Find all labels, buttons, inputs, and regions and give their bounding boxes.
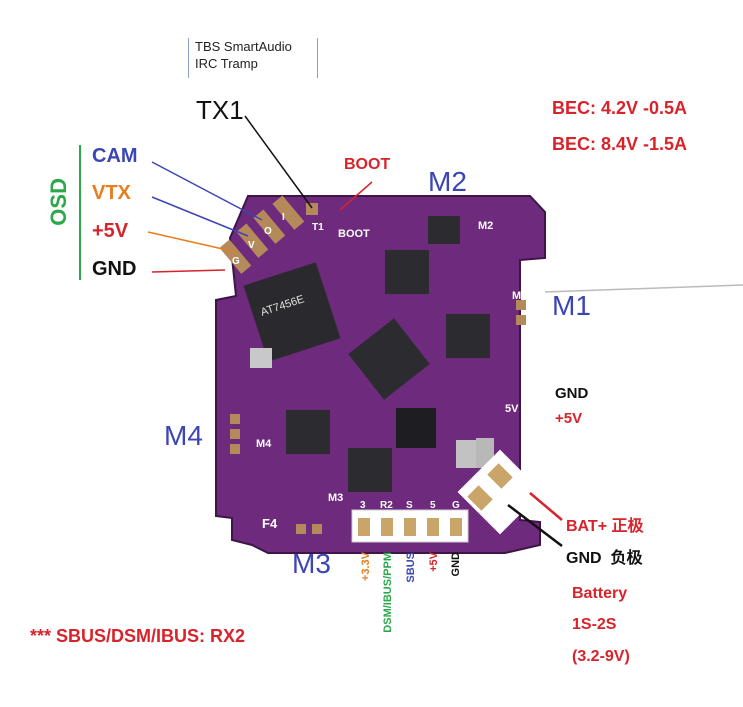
- motor-m4-label: M4: [164, 420, 203, 451]
- pad-letter-o: O: [264, 226, 272, 237]
- rx-silk-5: 5: [430, 500, 436, 511]
- battery-label: Battery: [572, 585, 628, 602]
- rx-silk-s: S: [406, 500, 413, 511]
- rx-silk-3: 3: [360, 500, 366, 511]
- bec-line-2: BEC: 8.4V -1.5A: [552, 134, 688, 154]
- right-5v-label: +5V: [555, 410, 583, 427]
- bat-gnd-label: GND 负极: [566, 550, 643, 567]
- tx1-label: TX1: [196, 95, 244, 125]
- rx-silk-r2: R2: [380, 500, 393, 511]
- rx-pin-sbus: SBUS: [405, 552, 417, 583]
- board-silk-f4: F4: [262, 516, 278, 531]
- osd-pads: [219, 195, 318, 274]
- boot-silk: BOOT: [338, 228, 370, 240]
- battery-cells-label: 1S-2S: [572, 616, 617, 633]
- footnote: *** SBUS/DSM/IBUS: RX2: [30, 626, 246, 646]
- m3-silk: M3: [328, 492, 344, 504]
- pad-letter-i: I: [282, 212, 285, 223]
- motor-m3-label: M3: [292, 548, 331, 579]
- boot-label: BOOT: [344, 156, 391, 173]
- rx-pin-5v: +5V: [428, 552, 440, 572]
- m2-silk: M2: [478, 220, 494, 232]
- smartaudio-box: TBS SmartAudio IRC Tramp: [188, 38, 318, 78]
- rx-connector: [351, 509, 469, 543]
- osd-chip: [243, 262, 341, 362]
- rx-pin-gnd: GND: [450, 552, 462, 577]
- m1-silk: M1: [512, 290, 528, 302]
- right-gnd-label: GND: [555, 385, 589, 402]
- t1-silk: T1: [312, 222, 324, 233]
- rx-pin-dsm: DSM/IBUS/PPM: [382, 552, 394, 633]
- bat-plus-label: BAT+ 正极: [566, 518, 644, 535]
- leader-lines: [147, 115, 743, 547]
- osd-5v-label: +5V: [92, 220, 129, 242]
- motor-pads: [230, 300, 526, 534]
- osd-cam-label: CAM: [92, 145, 138, 167]
- chips: [250, 216, 494, 492]
- motor-m2-label: M2: [428, 166, 467, 197]
- rx-silk-g: G: [452, 500, 460, 511]
- battery-voltage-label: (3.2-9V): [572, 648, 630, 665]
- smartaudio-line-1: TBS SmartAudio: [195, 39, 292, 54]
- pad-letter-g: G: [232, 256, 240, 267]
- bec-line-1: BEC: 4.2V -0.5A: [552, 98, 688, 118]
- osd-gnd-label: GND: [92, 258, 137, 280]
- rx-pin-3v3: +3.3V: [360, 552, 372, 582]
- smartaudio-line-2: IRC Tramp: [195, 56, 258, 71]
- osd-vtx-label: VTX: [92, 182, 131, 204]
- battery-pads: [457, 449, 543, 535]
- 5v-silk: 5V: [505, 403, 519, 415]
- pad-letter-v: V: [248, 240, 255, 251]
- osd-label: OSD: [46, 178, 71, 226]
- motor-m1-label: M1: [552, 290, 591, 321]
- m4-silk: M4: [256, 438, 272, 450]
